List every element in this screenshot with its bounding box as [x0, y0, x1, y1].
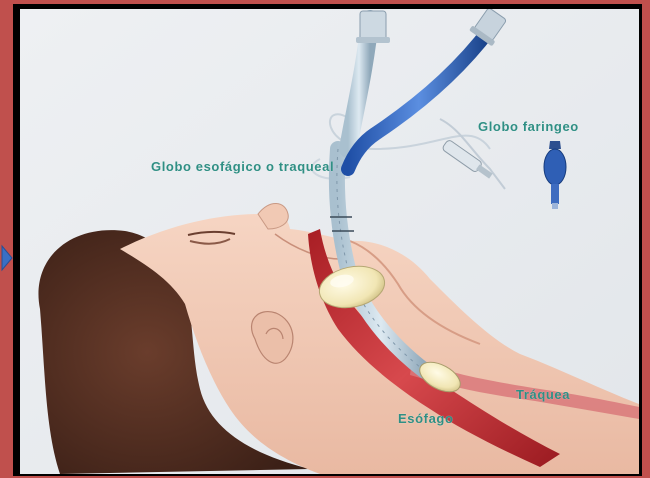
trachea-label: Tráquea: [516, 387, 570, 402]
airway-drawing: [20, 9, 639, 474]
airway-illustration: Globo faringeo Globo esofágico o traquea…: [20, 9, 639, 474]
chevron-right-icon[interactable]: [0, 243, 14, 273]
esophagus-label: Esófago: [398, 411, 453, 426]
pharyngeal-cuff-label: Globo faringeo: [478, 119, 579, 134]
esophageal-tracheal-cuff-label: Globo esofágico o traqueal: [151, 159, 334, 174]
